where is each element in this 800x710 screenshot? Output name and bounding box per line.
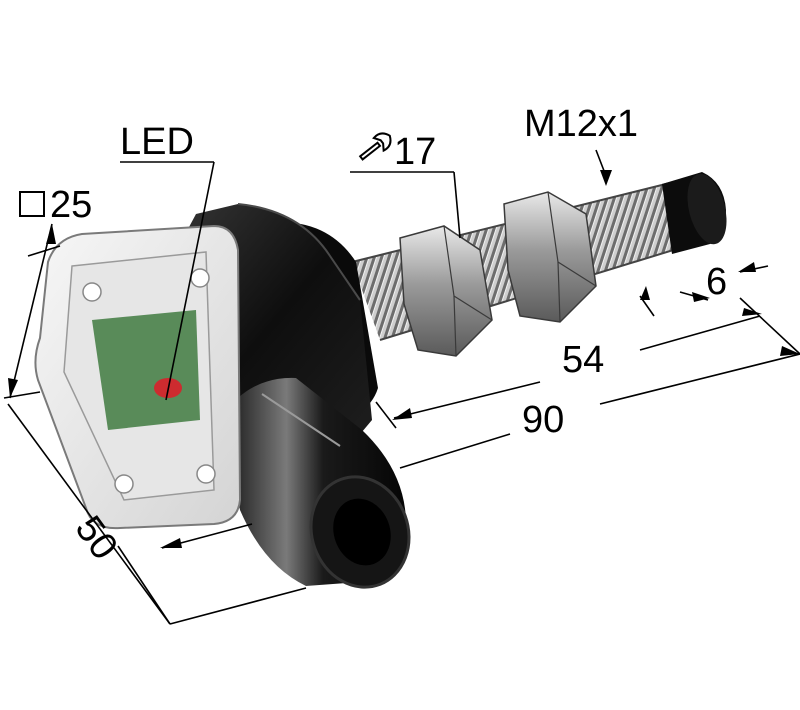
cable-gland [222, 377, 411, 589]
leader-wrench [350, 171, 461, 239]
total-length-dimension: 90 [522, 399, 564, 441]
dim-thread-end [639, 262, 769, 317]
wrench-size-label: 17 [394, 131, 436, 173]
nut-rear [503, 191, 597, 323]
dim-square [3, 223, 61, 399]
sensor-tip [662, 172, 727, 254]
thread-length-dimension: 54 [562, 339, 604, 381]
dim-housing-length [7, 403, 307, 625]
dim-total-length [160, 297, 800, 549]
led-label: LED [120, 121, 194, 163]
square-size-callout: 25 [19, 184, 92, 226]
leader-led [120, 161, 215, 401]
nut-front [399, 225, 493, 357]
wrench-icon [358, 132, 392, 161]
thread-label: M12x1 [524, 103, 638, 145]
leader-thread [595, 149, 612, 186]
dim-thread-length [375, 308, 762, 429]
square-icon [19, 191, 45, 217]
led-cover [34, 224, 242, 530]
thread-end-dimension: 6 [706, 261, 727, 303]
wrench-size-callout: 17 [358, 131, 436, 173]
square-size-label: 25 [50, 184, 92, 226]
